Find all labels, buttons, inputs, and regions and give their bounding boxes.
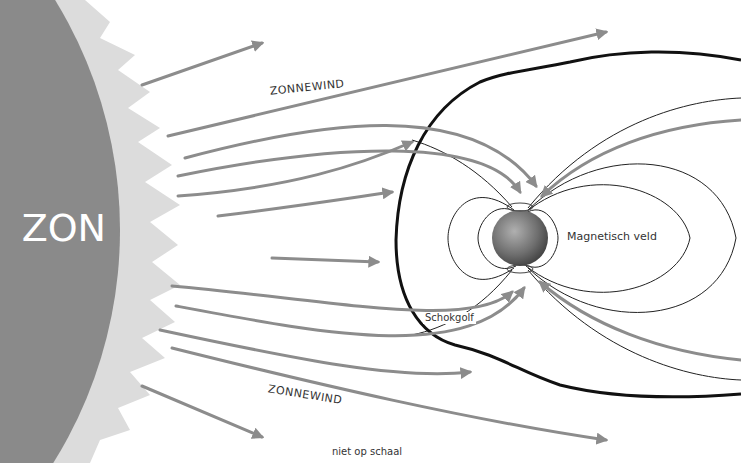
sun-label: ZON (22, 208, 106, 250)
annotation-label: niet op schaal (330, 446, 404, 458)
earth (492, 210, 548, 266)
annotation-label: Schokgolf (423, 312, 476, 324)
annotation-label: Magnetisch veld (565, 231, 659, 244)
shock-wave (396, 52, 741, 397)
solar-wind-arrows (142, 32, 741, 440)
field-lines (412, 98, 741, 380)
aurora-rings (507, 203, 533, 273)
